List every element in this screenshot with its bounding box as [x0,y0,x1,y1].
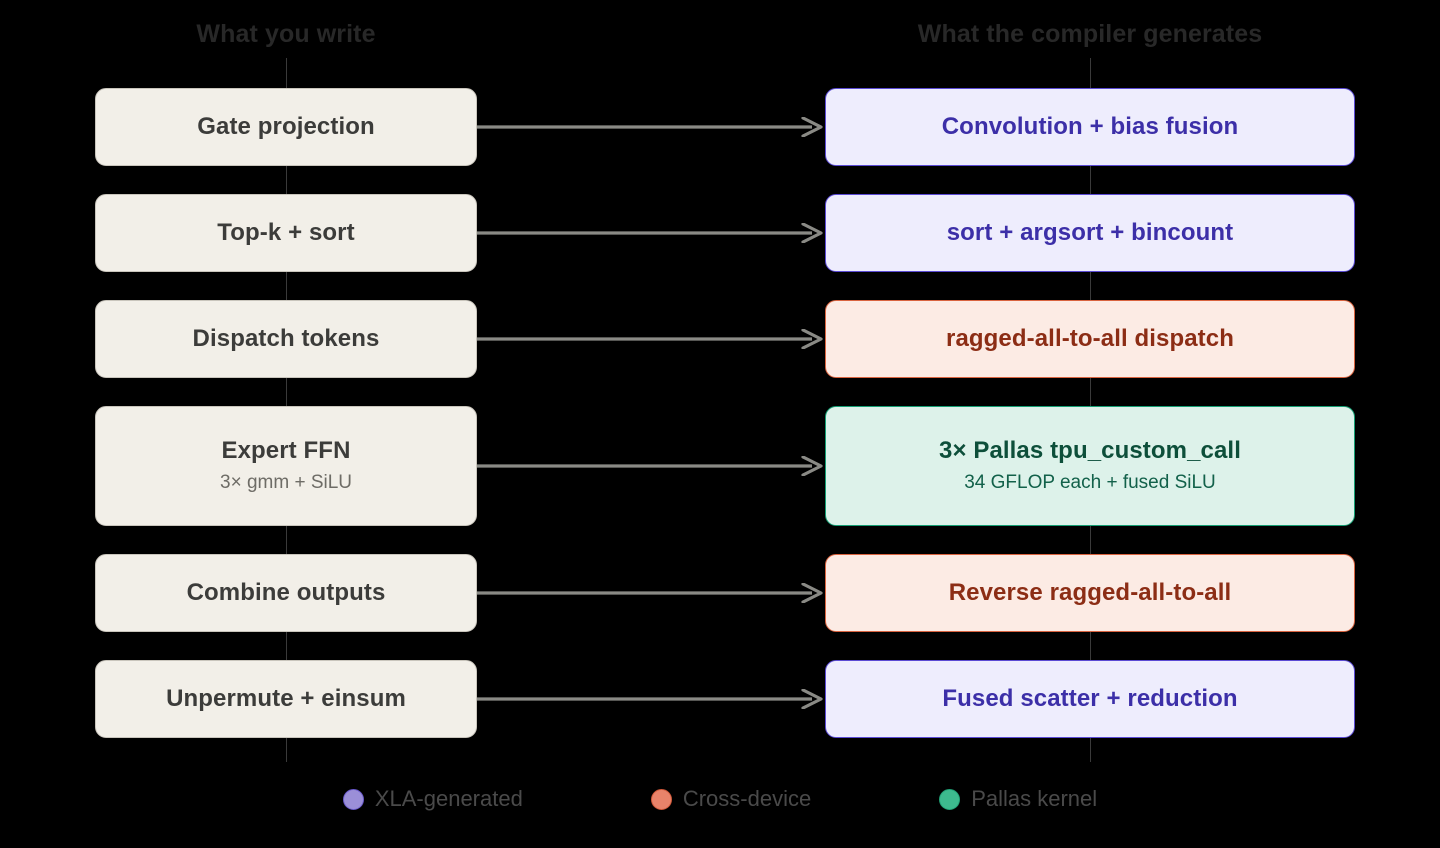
source-node-4-subtitle: 3× gmm + SiLU [220,472,352,494]
source-node-6[interactable]: Unpermute + einsum [95,660,477,738]
generated-node-6[interactable]: Fused scatter + reduction [825,660,1355,738]
generated-node-5[interactable]: Reverse ragged-all-to-all [825,554,1355,632]
legend: XLA-generated Cross-device Pallas kernel [0,786,1440,812]
column-connector-line [1089,738,1091,762]
legend-dot-icon [650,788,672,810]
source-node-3-title: Dispatch tokens [192,324,380,352]
source-node-2-title: Top-k + sort [217,218,355,246]
legend-item-3: Pallas kernel [939,786,1097,812]
column-connector-line [1089,272,1091,300]
source-node-4-title: Expert FFN [221,437,351,465]
column-connector-line [1089,58,1091,88]
legend-label: Cross-device [682,786,812,811]
source-node-1-title: Gate projection [197,112,375,140]
generated-node-6-title: Fused scatter + reduction [942,684,1238,712]
flow-arrow-5 [477,582,825,604]
legend-item-1: XLA-generated [342,786,523,812]
generated-node-4-subtitle: 34 GFLOP each + fused SiLU [964,472,1216,494]
column-connector-line [285,526,287,554]
column-connector-line [1089,378,1091,406]
source-node-2[interactable]: Top-k + sort [95,194,477,272]
generated-node-4[interactable]: 3× Pallas tpu_custom_call 34 GFLOP each +… [825,406,1355,526]
legend-label: Pallas kernel [971,786,1098,811]
generated-node-5-title: Reverse ragged-all-to-all [948,578,1232,606]
source-node-1[interactable]: Gate projection [95,88,477,166]
flow-arrow-4 [477,455,825,477]
generated-node-3[interactable]: ragged-all-to-all dispatch [825,300,1355,378]
column-connector-line [1089,632,1091,660]
generated-node-1-title: Convolution + bias fusion [941,112,1239,140]
generated-node-2-title: sort + argsort + bincount [946,218,1234,246]
legend-dot-icon [939,788,961,810]
column-connector-line [285,378,287,406]
source-node-5-title: Combine outputs [186,578,386,606]
column-connector-line [285,632,287,660]
generated-node-3-title: ragged-all-to-all dispatch [946,324,1234,352]
column-connector-line [285,272,287,300]
column-connector-line [285,58,287,88]
legend-item-2: Cross-device [650,786,812,812]
source-node-6-title: Unpermute + einsum [166,684,406,712]
source-node-4[interactable]: Expert FFN 3× gmm + SiLU [95,406,477,526]
column-connector-line [285,738,287,762]
source-node-3[interactable]: Dispatch tokens [95,300,477,378]
flow-arrow-6 [477,688,825,710]
flow-arrow-1 [477,116,825,138]
generated-node-2[interactable]: sort + argsort + bincount [825,194,1355,272]
column-connector-line [285,166,287,194]
column-header-right: What the compiler generates [917,20,1263,48]
source-node-5[interactable]: Combine outputs [95,554,477,632]
legend-label: XLA-generated [374,786,523,811]
column-header-left: What you write [196,20,376,48]
column-connector-line [1089,526,1091,554]
flow-arrow-2 [477,222,825,244]
column-connector-line [1089,166,1091,194]
generated-node-1[interactable]: Convolution + bias fusion [825,88,1355,166]
generated-node-4-title: 3× Pallas tpu_custom_call [939,437,1241,465]
legend-dot-icon [342,788,364,810]
flow-arrow-3 [477,328,825,350]
